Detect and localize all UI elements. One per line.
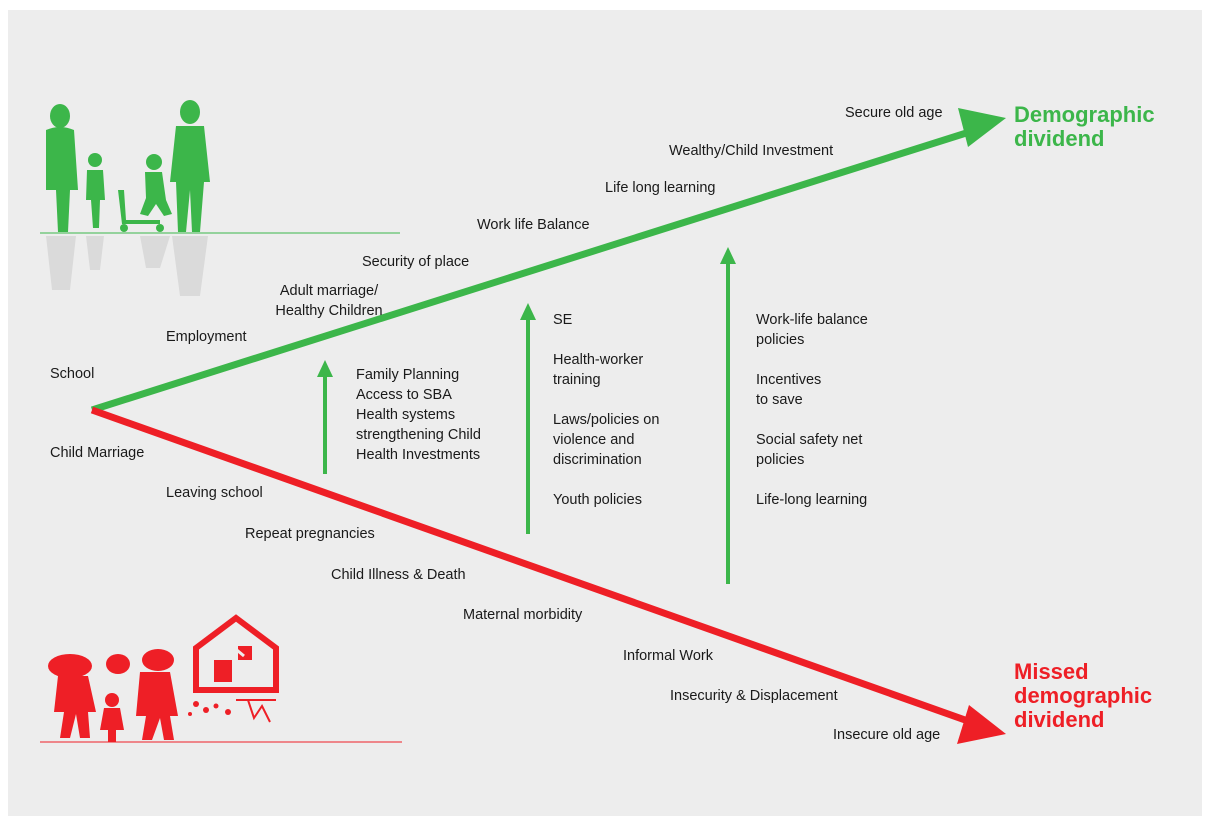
intervention-item: Youth policies xyxy=(553,492,642,508)
intervention-item: discrimination xyxy=(553,452,642,468)
milestone-leaving-school: Leaving school xyxy=(166,485,263,501)
milestone-employment: Employment xyxy=(166,329,247,345)
spacer xyxy=(553,330,659,350)
milestone-wealthy-child-investment: Wealthy/Child Investment xyxy=(669,143,834,159)
intervention-item: Laws/policies on xyxy=(553,412,660,428)
origin-label-child-marriage: Child Marriage xyxy=(50,445,145,461)
milestone-security-of-place: Security of place xyxy=(362,254,470,270)
intervention-list-3: Work-life balance policies Incentives to… xyxy=(756,310,868,510)
intervention-item: training xyxy=(553,372,601,388)
intervention-item: policies xyxy=(756,332,805,348)
intervention-item: Life-long learning xyxy=(756,492,868,508)
intervention-item: violence and xyxy=(553,432,635,448)
intervention-item: Health Investments xyxy=(356,447,481,463)
spacer xyxy=(756,470,868,490)
intervention-item: to save xyxy=(756,392,803,408)
positive-path-arrowhead xyxy=(958,108,1006,147)
milestone-child-illness-death: Child Illness & Death xyxy=(331,567,466,583)
milestone-maternal-morbidity: Maternal morbidity xyxy=(463,607,583,623)
positive-path-line xyxy=(90,124,984,414)
intervention-item: Health-worker xyxy=(553,352,644,368)
intervention-arrow-3 xyxy=(720,247,736,584)
intervention-item: Social safety net xyxy=(756,432,863,448)
intervention-list-2: SE Health-worker training Laws/policies … xyxy=(553,310,659,510)
diagram-background xyxy=(8,10,1202,816)
intervention-arrow-2 xyxy=(520,303,536,534)
intervention-item: Access to SBA xyxy=(356,387,452,403)
spacer xyxy=(553,390,659,410)
intervention-item: Family Planning xyxy=(356,367,460,383)
milestone-work-life-balance: Work life Balance xyxy=(477,217,590,233)
negative-path-arrowhead xyxy=(957,705,1006,744)
outcome-demographic-dividend: Demographic dividend xyxy=(1014,102,1155,151)
intervention-arrow-1 xyxy=(317,360,333,474)
intervention-item: SE xyxy=(553,312,573,328)
milestone-secure-old-age: Secure old age xyxy=(845,105,943,121)
spacer xyxy=(756,410,868,430)
intervention-list-1: Family Planning Access to SBA Health sys… xyxy=(356,365,481,465)
intervention-item: strengthening Child xyxy=(356,427,481,443)
family-reflection xyxy=(46,236,208,296)
intervention-item: policies xyxy=(756,452,805,468)
spacer xyxy=(756,350,868,370)
milestone-repeat-pregnancies: Repeat pregnancies xyxy=(245,526,375,542)
milestone-life-long-learning: Life long learning xyxy=(605,180,716,196)
milestone-insecure-old-age: Insecure old age xyxy=(833,727,941,743)
outcome-missed-demographic-dividend: Missed demographic dividend xyxy=(1014,659,1153,732)
milestone-adult-marriage: Adult marriage/ Healthy Children xyxy=(275,283,383,319)
milestone-insecurity-displacement: Insecurity & Displacement xyxy=(670,688,838,704)
negative-path-line xyxy=(90,406,984,730)
intervention-item: Incentives xyxy=(756,372,822,388)
family-silhouette-icon xyxy=(46,100,210,232)
spacer xyxy=(553,470,659,490)
milestone-informal-work: Informal Work xyxy=(623,648,713,664)
intervention-item: Health systems xyxy=(356,407,456,423)
origin-label-school: School xyxy=(50,366,95,382)
intervention-item: Work-life balance xyxy=(756,312,868,328)
distressed-family-and-broken-house-icon xyxy=(48,614,279,742)
